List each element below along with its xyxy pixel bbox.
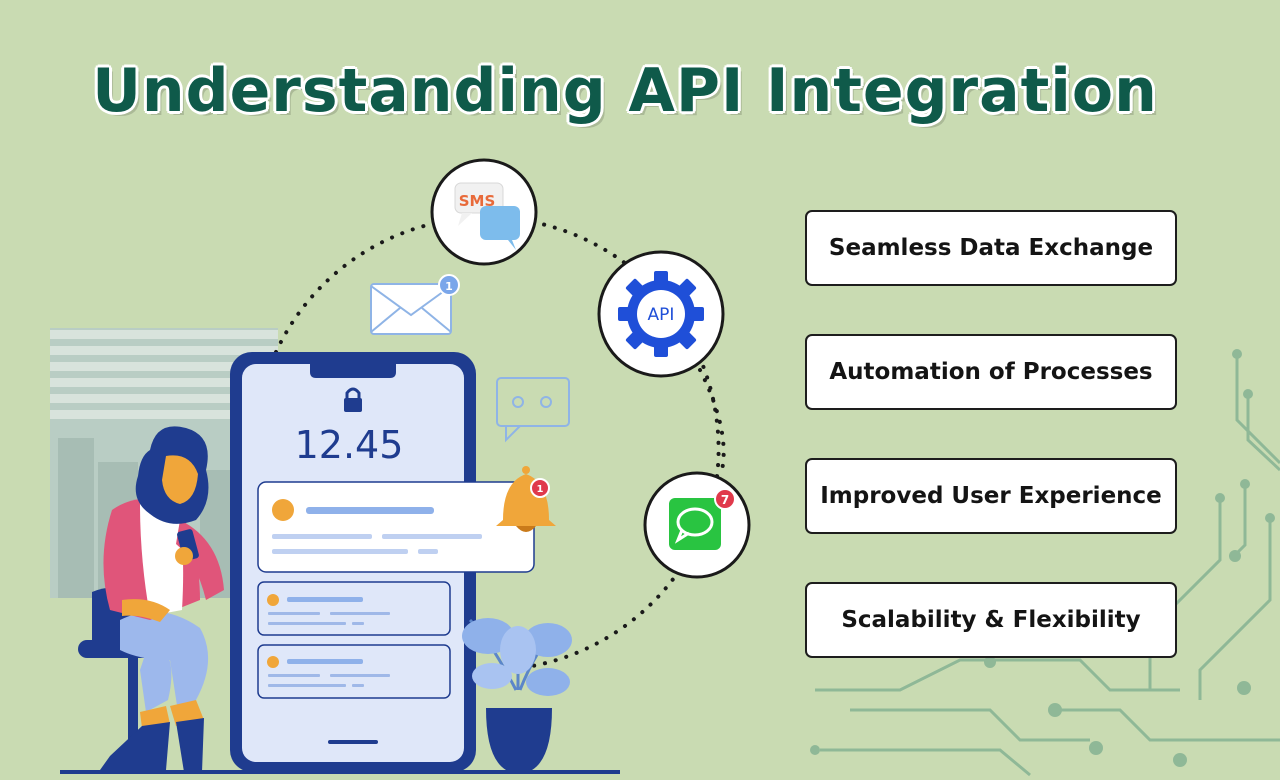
mail-icon: 1 (370, 274, 460, 335)
potted-plant (462, 618, 572, 770)
sms-label: SMS (459, 192, 496, 210)
benefit-card-user-experience: Improved User Experience (805, 458, 1177, 534)
api-label: API (648, 305, 675, 325)
benefit-card-scalability: Scalability & Flexibility (805, 582, 1177, 658)
mail-badge: 1 (445, 280, 453, 293)
benefit-card-automation: Automation of Processes (805, 334, 1177, 410)
chat-bubble-icon (496, 377, 570, 443)
page-title: Understanding API Integration (92, 56, 1158, 126)
sms-node: SMS (430, 158, 538, 266)
connection-orbit (274, 215, 721, 670)
lock-icon (344, 387, 362, 412)
benefit-card-seamless-data-exchange: Seamless Data Exchange (805, 210, 1177, 286)
message-node: 7 (643, 471, 751, 579)
message-badge: 7 (721, 493, 729, 507)
circuit-decoration (815, 355, 1280, 777)
gear-icon (618, 271, 704, 357)
phone-clock: 12.45 (295, 423, 404, 467)
api-node: API (597, 250, 725, 378)
bell-badge: 1 (537, 484, 544, 495)
person-with-phone (78, 426, 224, 772)
circuit-nodes (810, 349, 1275, 767)
ground-line (60, 770, 620, 774)
bell-icon: 1 (496, 466, 556, 532)
smartphone: 12.45 (230, 352, 535, 772)
